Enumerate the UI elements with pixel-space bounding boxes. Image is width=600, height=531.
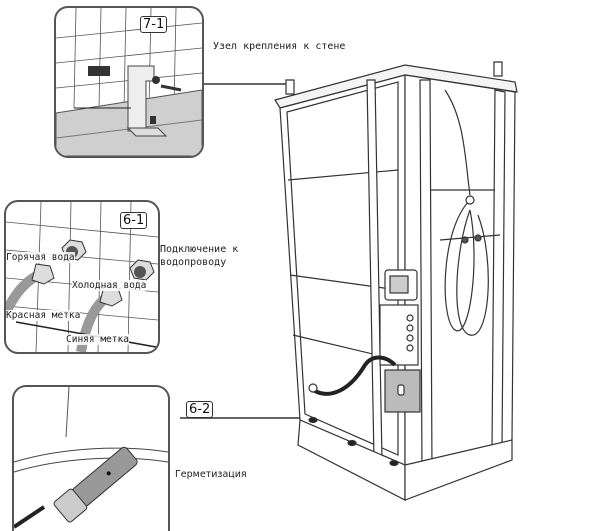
blue-mark-label: Синяя метка (66, 334, 129, 345)
red-mark-label: Красная метка (6, 310, 81, 321)
sealing-drawing (14, 387, 168, 529)
sealant-gun-icon (53, 446, 138, 523)
shower-cabin (274, 61, 518, 501)
water-connection-caption: Подключение к водопроводу (160, 244, 239, 268)
wall-mount-detail: 7-1 (54, 6, 204, 158)
wall-anchor-icon (88, 66, 110, 76)
sealing-caption: Герметизация (175, 469, 247, 480)
water-connection-detail: 6-1 Горячая вода Холодная вода Красная м… (4, 200, 160, 354)
cold-water-fitting-icon (129, 259, 155, 281)
sealing-detail (12, 385, 170, 531)
panel-tag-6-2: 6-2 (186, 401, 214, 418)
panel-tag-6-1: 6-1 (120, 212, 148, 229)
wall-mount-drawing (56, 8, 202, 156)
cold-water-label: Холодная вода (72, 280, 147, 291)
wall-mount-caption: Узел крепления к стене (213, 41, 346, 52)
panel-tag-7-1: 7-1 (140, 16, 168, 33)
hot-water-label: Горячая вода (6, 252, 75, 263)
